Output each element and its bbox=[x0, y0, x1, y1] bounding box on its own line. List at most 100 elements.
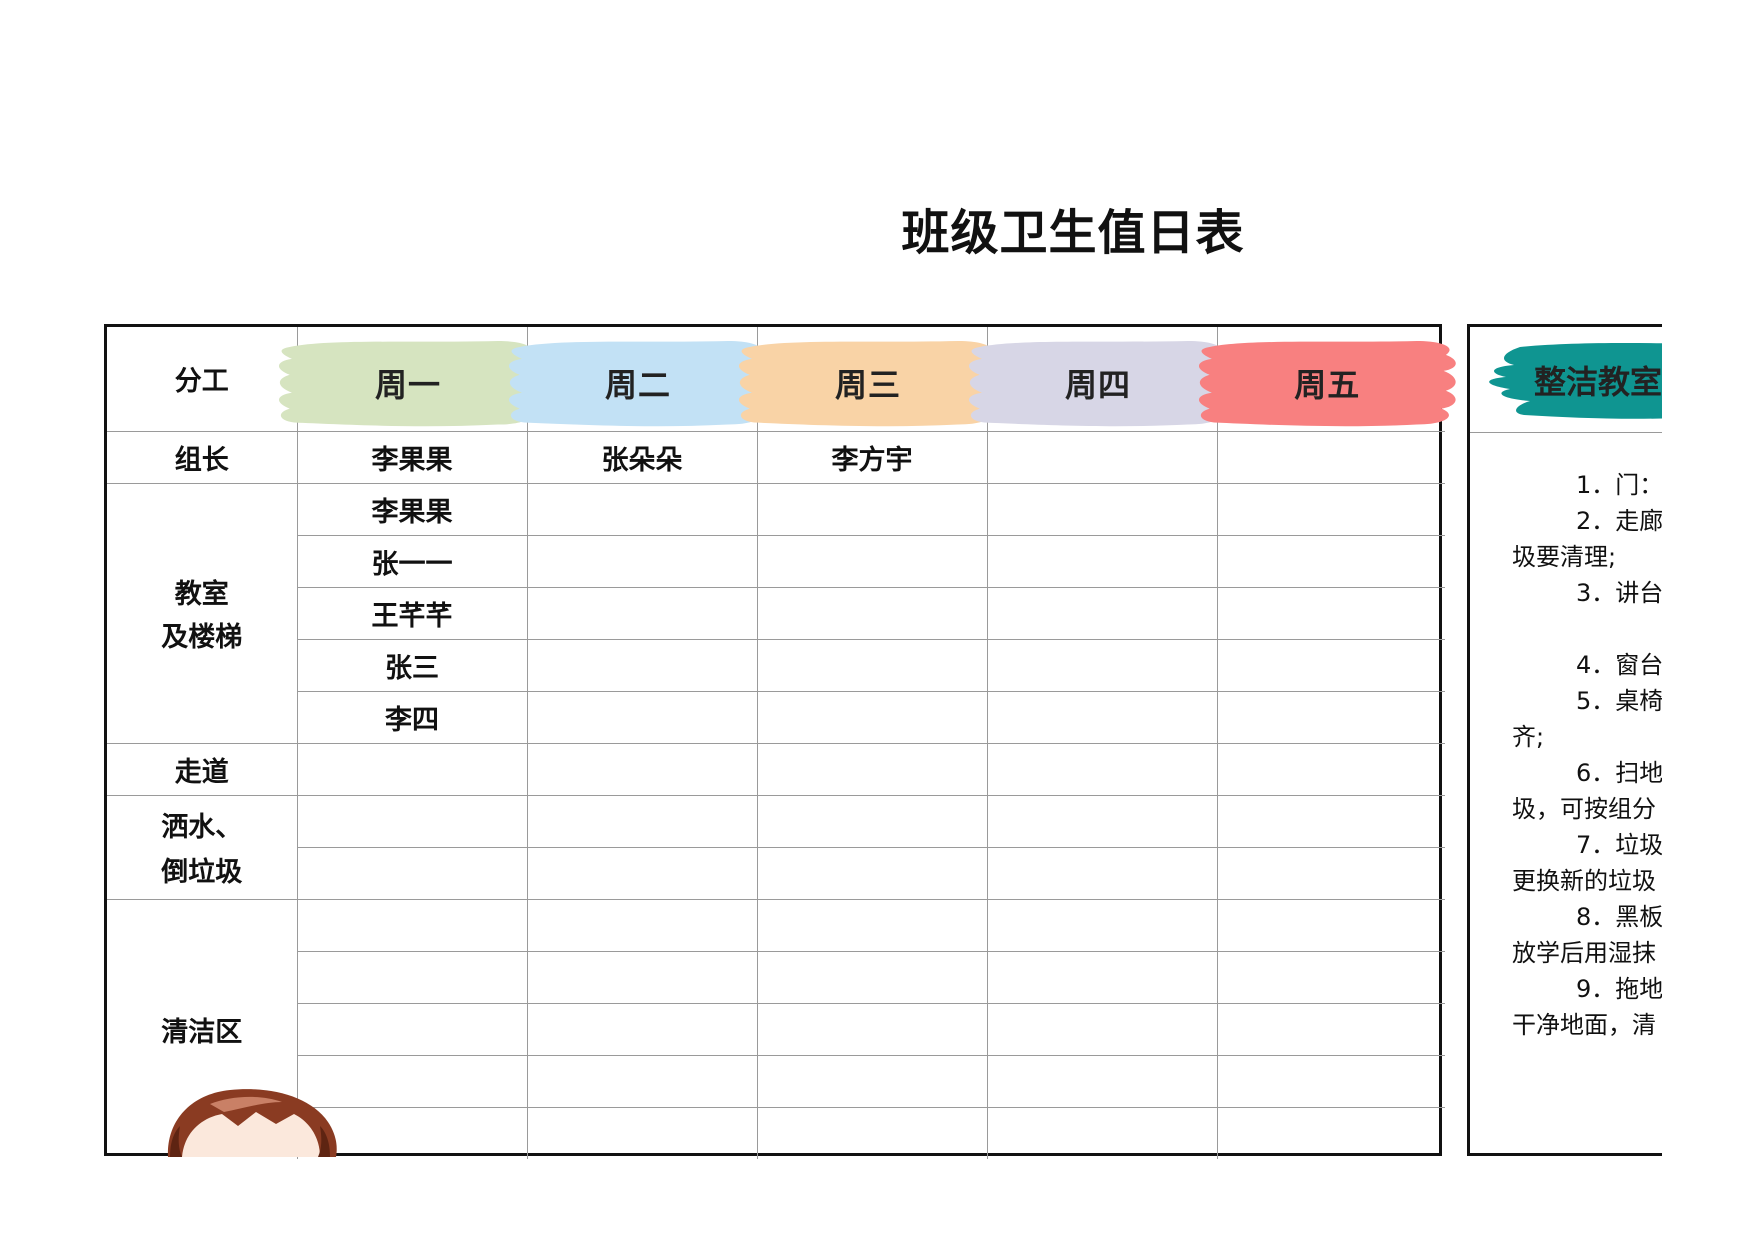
rule-line: 8．黑板 bbox=[1576, 903, 1662, 931]
cell bbox=[756, 898, 988, 952]
day-header-fri: 周五 bbox=[1198, 327, 1456, 432]
cell bbox=[296, 742, 528, 796]
cell bbox=[526, 690, 758, 744]
brush-mon bbox=[278, 340, 537, 427]
rules-title: 整洁教室 bbox=[1534, 363, 1662, 401]
rules-panel: 整洁教室 1．门： 2．走廊圾要清理; 3．讲台 4．窗台 5．桌椅齐; 6．扫地圾，可… bbox=[1467, 324, 1662, 1156]
day-header-thu: 周四 bbox=[968, 327, 1227, 432]
cell bbox=[986, 898, 1218, 952]
cell bbox=[756, 950, 988, 1004]
classroom-member: 张一一 bbox=[297, 534, 528, 588]
cell bbox=[1216, 586, 1445, 640]
cell bbox=[297, 1054, 528, 1108]
cell bbox=[1216, 794, 1445, 848]
cell bbox=[526, 638, 758, 692]
rule-line: 7．垃圾 bbox=[1576, 831, 1662, 859]
row-label-classroom: 教室 及楼梯 bbox=[107, 482, 298, 744]
cell bbox=[986, 950, 1218, 1004]
cell bbox=[296, 898, 528, 952]
cell bbox=[756, 586, 988, 640]
rule-line: 干净地面，清 bbox=[1512, 1011, 1656, 1039]
rule-line: 2．走廊 bbox=[1576, 507, 1662, 535]
cell bbox=[526, 482, 758, 536]
cell bbox=[986, 586, 1218, 640]
cell bbox=[1216, 638, 1445, 692]
cell bbox=[526, 742, 758, 796]
cell bbox=[526, 1106, 758, 1159]
cell bbox=[986, 482, 1218, 536]
cell bbox=[526, 794, 758, 848]
row-label-water-trash: 洒水、 倒垃圾 bbox=[107, 794, 298, 900]
cell bbox=[1216, 690, 1445, 744]
rule-line: 圾要清理; bbox=[1512, 543, 1617, 571]
cell bbox=[756, 846, 988, 900]
rule-line: 5．桌椅 bbox=[1576, 687, 1662, 715]
cell bbox=[297, 846, 528, 900]
brush-tue bbox=[508, 340, 767, 427]
cell bbox=[526, 898, 758, 952]
cell bbox=[1216, 1002, 1445, 1056]
rule-line bbox=[1512, 611, 1662, 647]
brush-wed bbox=[738, 340, 997, 427]
cell bbox=[297, 950, 528, 1004]
brush-fri bbox=[1198, 340, 1456, 427]
rule-line: 9．拖地 bbox=[1576, 975, 1662, 1003]
cell bbox=[756, 1002, 988, 1056]
classroom-member: 王芊芊 bbox=[297, 586, 528, 640]
leader-tue: 张朵朵 bbox=[526, 430, 758, 484]
cell bbox=[526, 586, 758, 640]
duty-schedule-table: 分工 周一 周二 周三 周四 周五 组长 李果果 张朵朵 李方宇 教室 及楼梯 bbox=[104, 324, 1456, 1159]
rule-line: 4．窗台 bbox=[1576, 651, 1662, 679]
cell bbox=[297, 1002, 528, 1056]
cell bbox=[756, 534, 988, 588]
cell bbox=[1216, 534, 1445, 588]
rule-line: 圾，可按组分 bbox=[1512, 795, 1656, 823]
rule-line: 3．讲台 bbox=[1576, 579, 1662, 607]
classroom-member: 张三 bbox=[297, 638, 528, 692]
cell bbox=[756, 1054, 988, 1108]
leader-wed: 李方宇 bbox=[756, 430, 988, 484]
cell bbox=[1216, 742, 1445, 796]
cell bbox=[986, 794, 1218, 848]
classroom-member: 李四 bbox=[297, 690, 528, 744]
page-title: 班级卫生值日表 bbox=[901, 205, 1245, 261]
cell bbox=[526, 1002, 758, 1056]
rule-line: 更换新的垃圾 bbox=[1512, 867, 1656, 895]
leader-fri bbox=[1216, 430, 1445, 484]
row-label-aisle: 走道 bbox=[107, 742, 298, 796]
cell bbox=[986, 638, 1218, 692]
cell bbox=[526, 534, 758, 588]
classroom-member: 李果果 bbox=[296, 482, 528, 536]
rule-line: 6．扫地 bbox=[1576, 759, 1662, 787]
cell bbox=[756, 1106, 988, 1159]
cell bbox=[756, 482, 988, 536]
rule-line: 齐; bbox=[1512, 723, 1545, 751]
cell bbox=[756, 690, 988, 744]
cell bbox=[986, 690, 1218, 744]
cell bbox=[986, 1002, 1218, 1056]
cell bbox=[526, 846, 758, 900]
day-header-mon: 周一 bbox=[278, 327, 537, 432]
cell bbox=[986, 846, 1218, 900]
cell bbox=[986, 1054, 1218, 1108]
cell bbox=[1216, 950, 1445, 1004]
day-header-wed: 周三 bbox=[738, 327, 997, 432]
role-header: 分工 bbox=[107, 327, 298, 432]
cell bbox=[1216, 898, 1445, 952]
cell bbox=[1216, 1054, 1445, 1108]
cell bbox=[986, 1106, 1218, 1159]
rules-list: 1．门： 2．走廊圾要清理; 3．讲台 4．窗台 5．桌椅齐; 6．扫地圾，可按组分 7．… bbox=[1512, 467, 1662, 1043]
leader-mon: 李果果 bbox=[296, 430, 528, 484]
day-header-tue: 周二 bbox=[508, 327, 767, 432]
brush-rules bbox=[1489, 343, 1662, 419]
cell bbox=[526, 950, 758, 1004]
cartoon-girl-icon bbox=[167, 1089, 337, 1157]
cell bbox=[756, 638, 988, 692]
brush-thu bbox=[968, 340, 1227, 427]
cell bbox=[1216, 482, 1445, 536]
rule-line: 1．门： bbox=[1576, 471, 1662, 499]
rule-line: 放学后用湿抹 bbox=[1512, 939, 1656, 967]
cell bbox=[756, 794, 988, 848]
cell bbox=[756, 742, 988, 796]
